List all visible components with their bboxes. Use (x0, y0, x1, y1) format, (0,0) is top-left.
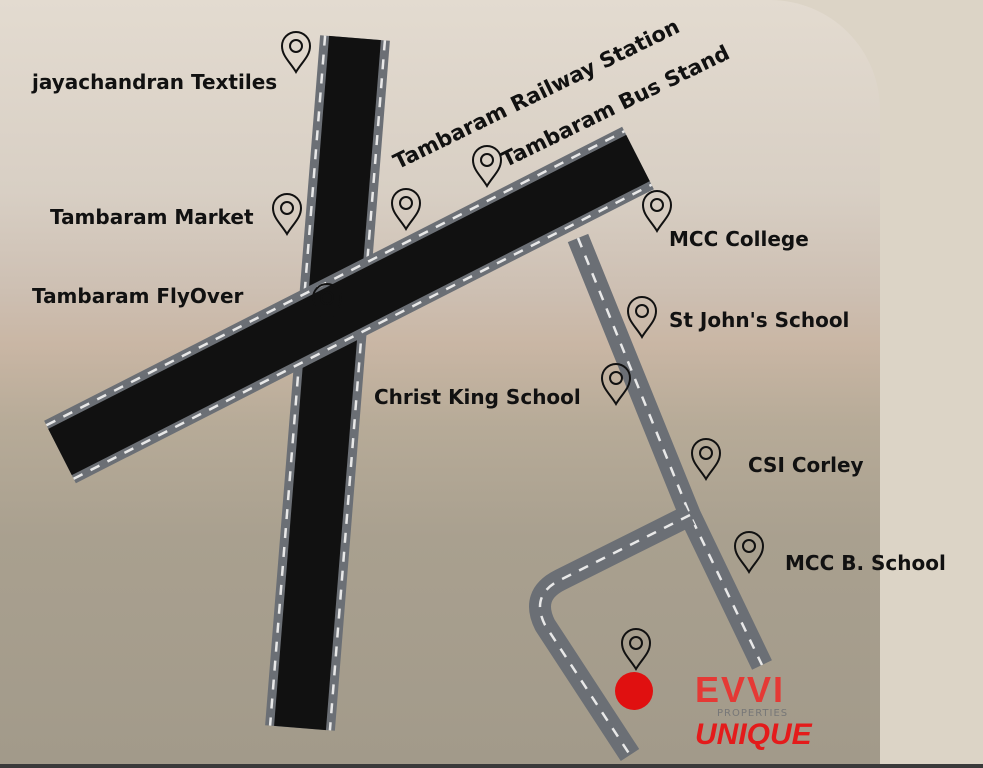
label-csi-corley: CSI Corley (748, 453, 864, 477)
main-road-vertical-lane-0 (328, 40, 387, 731)
evvi-logo: EVVI PROPERTIES UNIQUE (695, 672, 815, 751)
label-mcc-b-school: MCC B. School (785, 551, 946, 575)
map-pin-icon (733, 531, 765, 574)
main-road-diagonal-lane-0 (45, 130, 625, 427)
branch-road-lane (538, 513, 691, 756)
map-pin-icon (390, 188, 422, 231)
map-pin-icon (626, 296, 658, 339)
label-tambaram-flyover: Tambaram FlyOver (32, 284, 244, 308)
label-christ-king-school: Christ King School (374, 385, 581, 409)
main-road-vertical-surface (274, 35, 381, 731)
main-road-diagonal-lane-1 (73, 183, 653, 480)
map-pin-icon (641, 190, 673, 233)
map-pin-icon (311, 283, 343, 326)
label-jayachandran-textiles: jayachandran Textiles (32, 70, 278, 94)
map-pin-icon (620, 628, 652, 671)
label-mcc-college: MCC College (669, 227, 809, 251)
main-road-diagonal-surface (48, 134, 650, 476)
side-road-lane (576, 237, 764, 666)
side-road (567, 233, 772, 670)
logo-tagline: UNIQUE (695, 718, 812, 751)
main-road-vertical-lane-1 (268, 35, 327, 726)
label-tambaram-market: Tambaram Market (50, 205, 254, 229)
map-pin-icon (600, 363, 632, 406)
label-st-johns-school: St John's School (669, 308, 850, 332)
map-pin-icon (690, 438, 722, 481)
logo-brand: EVVI (695, 669, 786, 710)
map-pin-icon (271, 193, 303, 236)
map-pin-icon (471, 145, 503, 188)
bottom-bar (0, 764, 983, 768)
logo-sub: PROPERTIES (717, 708, 789, 719)
map-pin-icon (280, 31, 312, 74)
branch-road (529, 505, 695, 762)
destination-marker-icon (615, 672, 653, 710)
